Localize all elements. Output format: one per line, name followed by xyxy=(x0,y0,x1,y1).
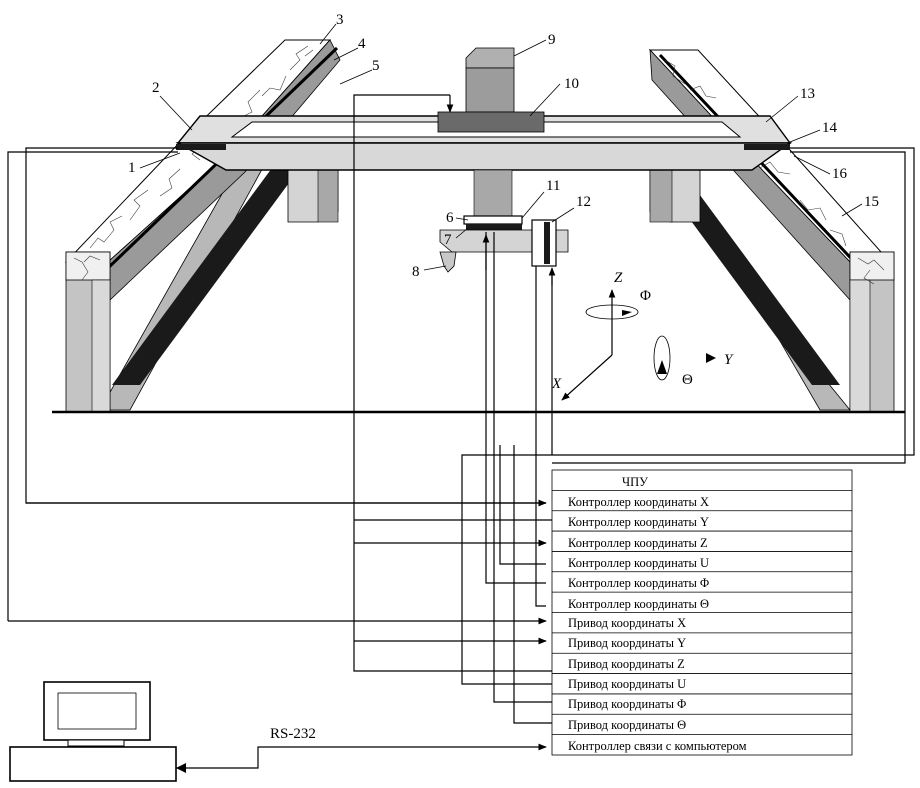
table-row-8: Привод координаты Z xyxy=(568,657,685,671)
label-15: 15 xyxy=(864,194,879,210)
gantry-supports xyxy=(287,167,701,223)
table-row-0: Контроллер координаты X xyxy=(568,495,709,509)
label-12: 12 xyxy=(576,194,591,210)
axis-z-label: Z xyxy=(614,270,623,286)
table-row-11: Привод координаты Θ xyxy=(568,718,686,732)
spindle-head xyxy=(437,47,569,273)
label-16: 16 xyxy=(832,166,848,182)
cnc-table-header: ЧПУ xyxy=(622,475,648,489)
connection-wires xyxy=(7,94,915,773)
cnc-table xyxy=(551,469,853,756)
label-3: 3 xyxy=(336,12,344,28)
rs232-label: RS-232 xyxy=(270,726,316,742)
table-row-3: Контроллер координаты U xyxy=(568,556,709,570)
label-4: 4 xyxy=(358,36,366,52)
part-number-labels: 1 2 3 4 5 6 7 8 9 10 11 12 13 14 15 16 xyxy=(128,12,879,280)
axis-x-label: X xyxy=(551,376,562,392)
table-row-9: Привод координаты U xyxy=(568,677,686,691)
label-14: 14 xyxy=(822,120,838,136)
computer xyxy=(9,681,177,782)
label-11: 11 xyxy=(546,178,560,194)
axis-labels: Z Φ X Y Θ xyxy=(551,270,734,392)
table-row-7: Привод координаты Y xyxy=(568,636,686,650)
table-row-10: Привод координаты Φ xyxy=(568,697,686,711)
table-row-12: Контроллер связи с компьютером xyxy=(568,739,747,753)
cnc-table-text: ЧПУ Контроллер координаты X Контроллер к… xyxy=(568,475,747,753)
left-rail xyxy=(64,39,341,413)
axes-symbols xyxy=(561,289,716,401)
table-row-5: Контроллер координаты Θ xyxy=(568,597,709,611)
label-7: 7 xyxy=(444,232,452,248)
system-unit xyxy=(9,746,177,782)
table-row-6: Привод координаты X xyxy=(568,616,686,630)
label-13: 13 xyxy=(800,86,815,102)
screen xyxy=(57,692,137,730)
table-row-2: Контроллер координаты Z xyxy=(568,536,708,550)
table-row-1: Контроллер координаты Y xyxy=(568,515,709,529)
label-5: 5 xyxy=(372,58,380,74)
label-9: 9 xyxy=(548,32,556,48)
axis-phi-label: Φ xyxy=(640,288,651,304)
table-row-4: Контроллер координаты Φ xyxy=(568,576,709,590)
label-10: 10 xyxy=(564,76,579,92)
label-1: 1 xyxy=(128,160,136,176)
axis-theta-label: Θ xyxy=(682,372,693,388)
axis-y-label: Y xyxy=(724,352,734,368)
label-2: 2 xyxy=(152,80,160,96)
label-6: 6 xyxy=(446,210,454,226)
label-8: 8 xyxy=(412,264,420,280)
right-rail xyxy=(647,48,895,413)
